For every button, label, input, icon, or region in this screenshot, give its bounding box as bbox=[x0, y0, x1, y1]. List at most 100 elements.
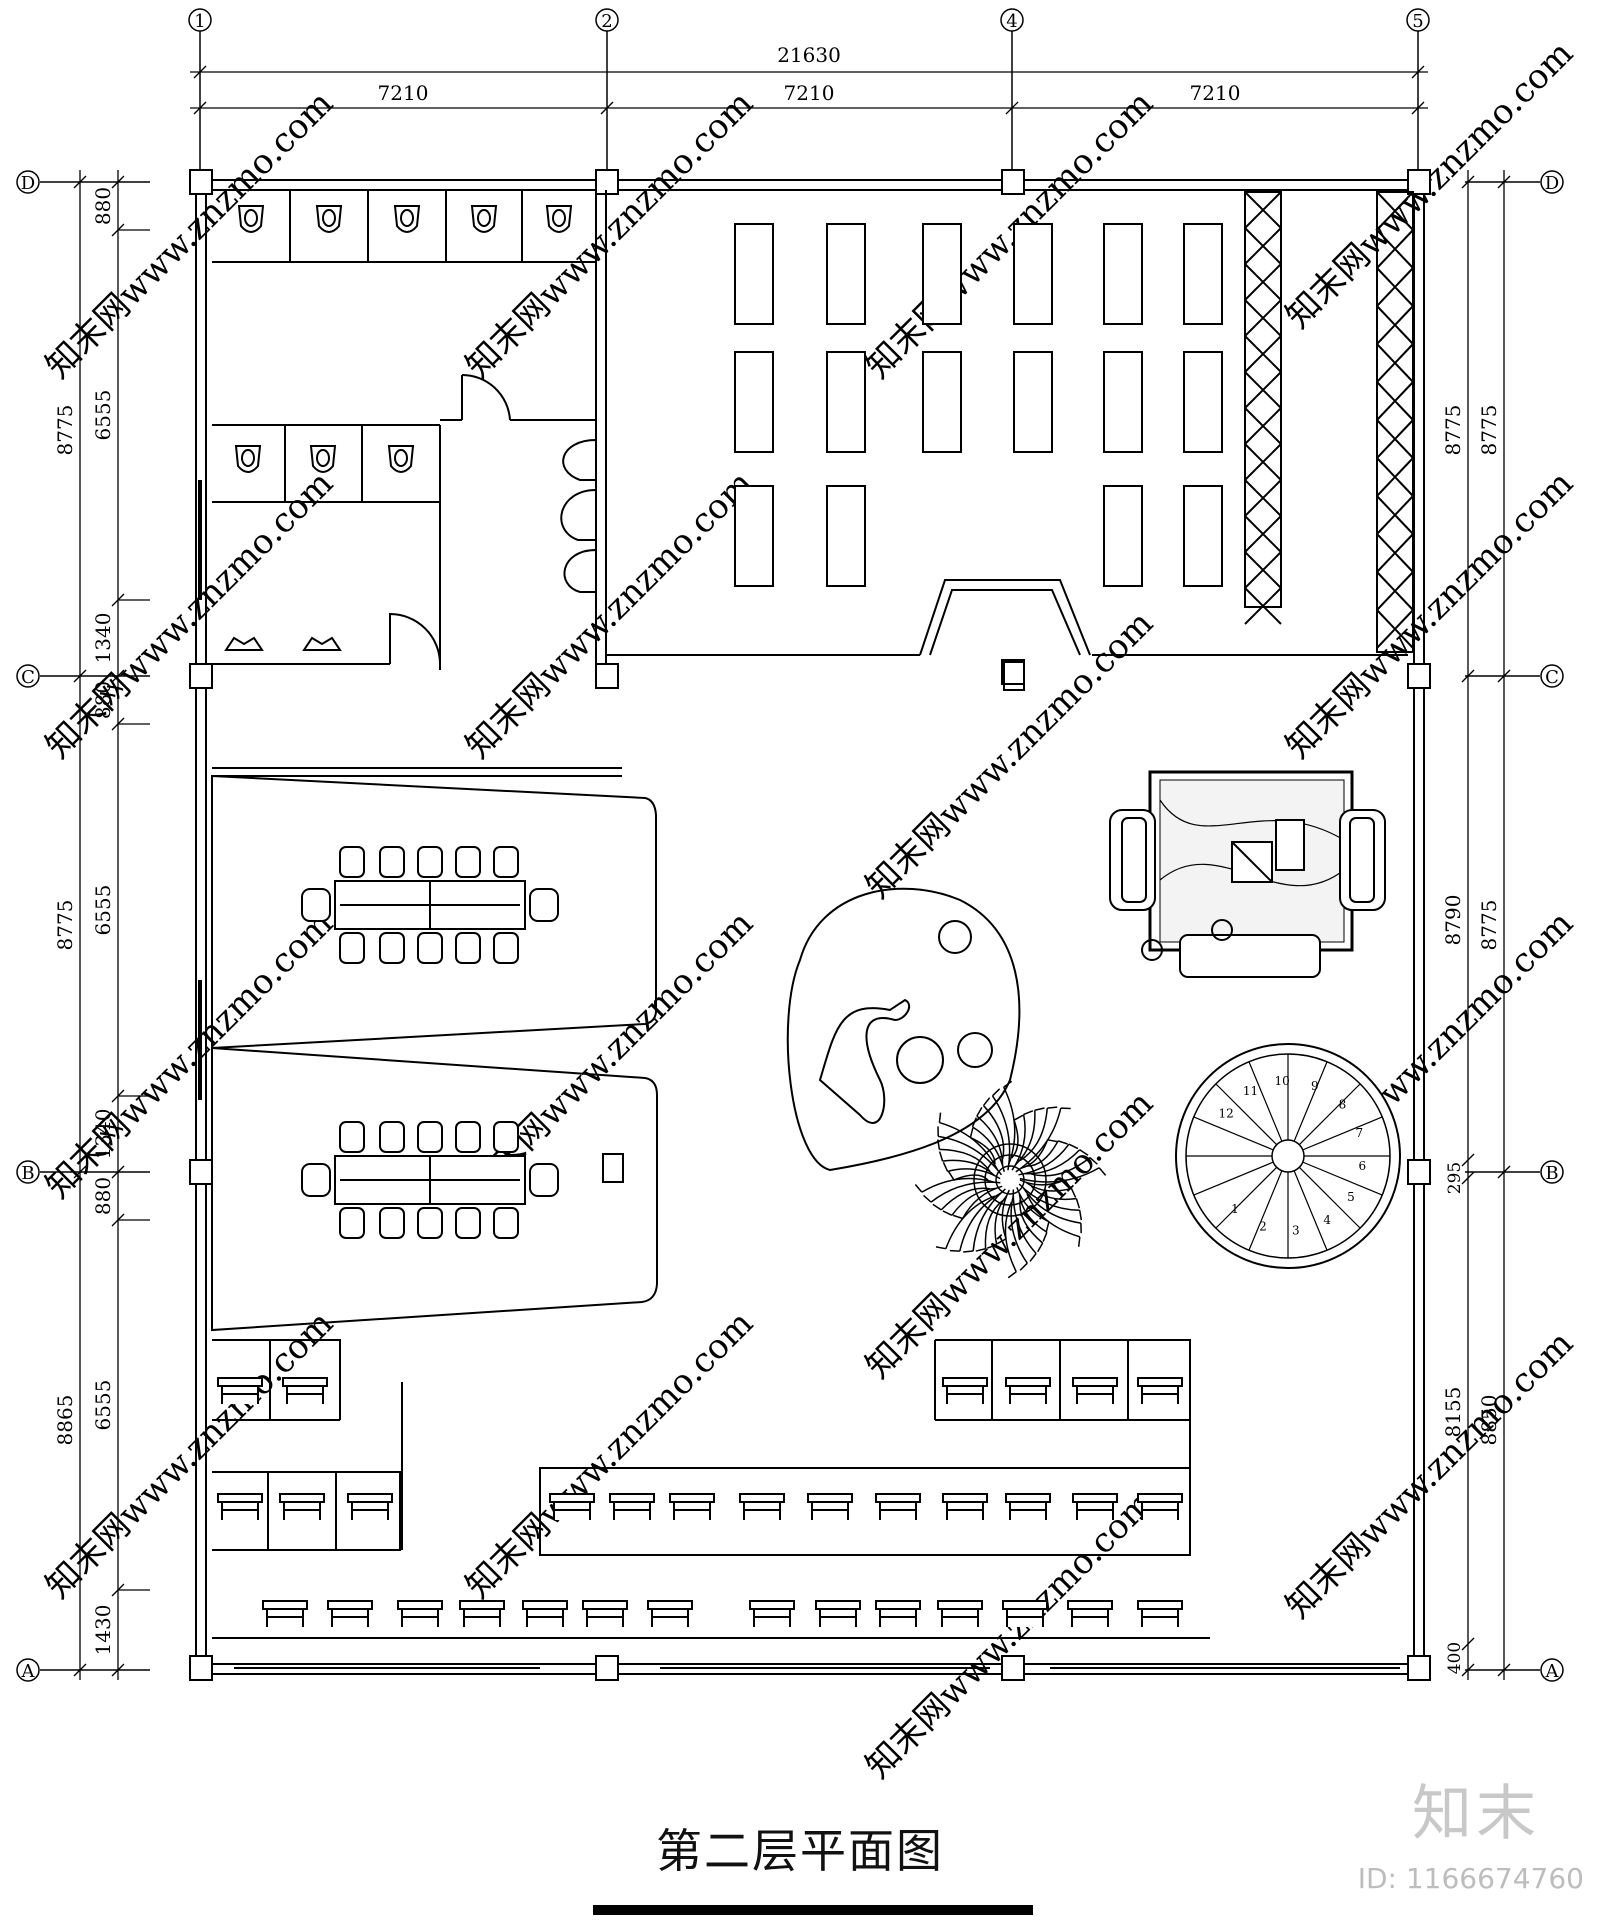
office-chair bbox=[942, 1377, 988, 1404]
chair bbox=[417, 846, 443, 878]
tree-twig bbox=[1034, 1107, 1045, 1112]
tree-branch bbox=[970, 1136, 996, 1164]
chair bbox=[455, 1207, 481, 1239]
chair bbox=[417, 1121, 443, 1153]
exterior-walls bbox=[195, 179, 1425, 1675]
sofa-lounge bbox=[1109, 770, 1386, 978]
office-chair bbox=[807, 1493, 853, 1520]
tree-twig bbox=[991, 1088, 1001, 1097]
tree-branch bbox=[1004, 1201, 1017, 1273]
right-dimension-texts: 8775 8790 295 8155 400 8775 8775 8850 bbox=[1441, 405, 1501, 1675]
tree-twig bbox=[937, 1139, 941, 1150]
tree-twig bbox=[952, 1214, 963, 1220]
tree-twig bbox=[1064, 1179, 1072, 1189]
axis-bubble-c-right: C bbox=[1540, 664, 1564, 688]
dim-right-inner-3: 295 bbox=[1445, 1162, 1465, 1194]
tree-twig bbox=[976, 1107, 983, 1117]
dim-right-inner-2: 8790 bbox=[1441, 895, 1465, 946]
tree-ring bbox=[973, 1143, 1047, 1217]
stair-tread bbox=[1293, 1061, 1328, 1142]
restroom-area bbox=[212, 190, 607, 670]
drawing-title: 第二层平面图 bbox=[656, 1824, 944, 1878]
axis-bubble-d-right: D bbox=[1540, 170, 1564, 194]
dim-right-outer-1: 8775 bbox=[1477, 405, 1501, 456]
tree-twig bbox=[1068, 1143, 1079, 1150]
right-dimension-lines bbox=[1461, 170, 1511, 1680]
dim-left-inner-9: 1430 bbox=[91, 1605, 115, 1656]
toilet-icon bbox=[234, 445, 262, 473]
dim-top-bay-1: 7210 bbox=[378, 81, 429, 105]
stair-step-label: 10 bbox=[1274, 1074, 1289, 1088]
stair-tread bbox=[1248, 1061, 1283, 1142]
office-chair bbox=[1137, 1377, 1183, 1404]
bookshelves bbox=[1244, 191, 1414, 653]
axis-label-b: B bbox=[21, 1163, 34, 1184]
tree-twig bbox=[1045, 1221, 1050, 1232]
watermark-text: 知末网www.znzmo.com bbox=[458, 463, 761, 766]
dim-left-outer-3: 8865 bbox=[53, 1395, 77, 1446]
office-chair bbox=[875, 1493, 921, 1520]
tree-branch bbox=[951, 1187, 997, 1216]
stair-step-label: 7 bbox=[1356, 1126, 1364, 1140]
desk bbox=[734, 351, 774, 453]
office-chair bbox=[815, 1600, 861, 1627]
desk bbox=[922, 351, 962, 453]
chair bbox=[379, 846, 405, 878]
lounge-oval bbox=[786, 887, 1021, 1172]
chair bbox=[339, 932, 365, 964]
workstation-partitions bbox=[212, 1339, 1210, 1639]
desk bbox=[922, 223, 962, 325]
dim-right-inner-5: 400 bbox=[1445, 1642, 1465, 1674]
left-dimension-texts: 8775 8775 8865 880 6555 1340 880 6555 13… bbox=[53, 187, 115, 1656]
dim-left-inner-5: 6555 bbox=[91, 885, 115, 936]
axis-bubble-2: 2 bbox=[595, 8, 619, 32]
dim-top-bay-2: 7210 bbox=[784, 81, 835, 105]
tree-branch bbox=[1025, 1181, 1072, 1192]
tree-branch bbox=[1024, 1149, 1081, 1175]
toilet-icon bbox=[309, 445, 337, 473]
tree-twig bbox=[942, 1162, 949, 1172]
office-chair bbox=[937, 1600, 983, 1627]
tree-twig bbox=[986, 1243, 997, 1249]
watermark-text: 知末网www.znzmo.com bbox=[1278, 1323, 1581, 1626]
tree-twig bbox=[1007, 1271, 1017, 1279]
stair-step-label: 5 bbox=[1347, 1190, 1355, 1204]
decorative-tree bbox=[914, 1080, 1107, 1279]
classroom-area bbox=[606, 579, 1408, 691]
watermark-text: 知末网www.znzmo.com bbox=[38, 83, 341, 386]
axis-label-1: 1 bbox=[194, 11, 205, 32]
tree-twig bbox=[996, 1238, 1007, 1245]
tree-branch bbox=[939, 1121, 999, 1171]
watermark-text: 知末网www.znzmo.com bbox=[858, 1483, 1161, 1786]
tree-twig bbox=[947, 1171, 955, 1181]
dim-left-inner-4: 880 bbox=[91, 681, 115, 719]
tree-twig bbox=[1023, 1110, 1034, 1116]
dim-left-inner-7: 880 bbox=[91, 1177, 115, 1215]
meeting-table bbox=[301, 1121, 559, 1239]
office-chair bbox=[1005, 1377, 1051, 1404]
office-chair bbox=[647, 1600, 693, 1627]
desk bbox=[1103, 485, 1143, 587]
desk bbox=[1183, 485, 1223, 587]
wash-basins bbox=[224, 438, 597, 651]
chair bbox=[493, 1121, 519, 1153]
tree-branch bbox=[1023, 1187, 1082, 1224]
desk bbox=[1013, 223, 1053, 325]
stair-step-label: 6 bbox=[1359, 1159, 1367, 1173]
office-chair bbox=[279, 1493, 325, 1520]
axis-bubble-d-left: D bbox=[16, 170, 40, 194]
office-chair bbox=[217, 1377, 263, 1404]
axis-bubble-1: 1 bbox=[188, 8, 212, 32]
tree-branch bbox=[1020, 1139, 1049, 1170]
tree-twig bbox=[1029, 1253, 1037, 1262]
stair-step-label: 1 bbox=[1231, 1202, 1239, 1216]
tree-twig bbox=[1019, 1262, 1028, 1271]
tree-twig bbox=[982, 1097, 991, 1107]
chair bbox=[339, 1207, 365, 1239]
axis-bubble-a-right: A bbox=[1540, 1658, 1564, 1682]
dim-left-inner-6: 1340 bbox=[91, 1109, 115, 1160]
dim-top-total: 21630 bbox=[777, 43, 841, 67]
tree-twig bbox=[1057, 1140, 1068, 1145]
desk-grid bbox=[734, 223, 1223, 587]
